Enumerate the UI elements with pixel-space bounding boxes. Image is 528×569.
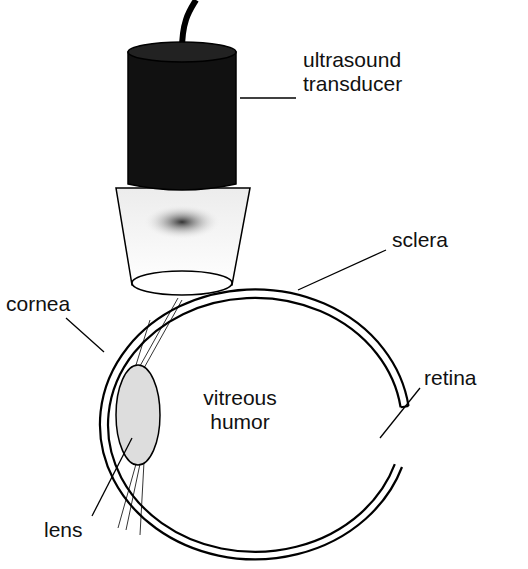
part-label: lens bbox=[44, 518, 124, 542]
cone-tip bbox=[132, 271, 232, 295]
part-label: sclera bbox=[392, 228, 512, 252]
part-label: ultrasound transducer bbox=[303, 48, 428, 96]
transducer-top bbox=[128, 42, 236, 62]
ultrasound-beam bbox=[142, 204, 222, 240]
region-label: vitreous humor bbox=[180, 386, 300, 434]
leader-lines bbox=[66, 98, 420, 516]
transducer-body bbox=[128, 52, 236, 190]
part-label: cornea bbox=[6, 292, 116, 316]
sclera-outline bbox=[100, 289, 409, 559]
part-label: retina bbox=[424, 366, 524, 390]
retina-outline bbox=[108, 298, 401, 552]
lens-shape bbox=[116, 365, 160, 465]
